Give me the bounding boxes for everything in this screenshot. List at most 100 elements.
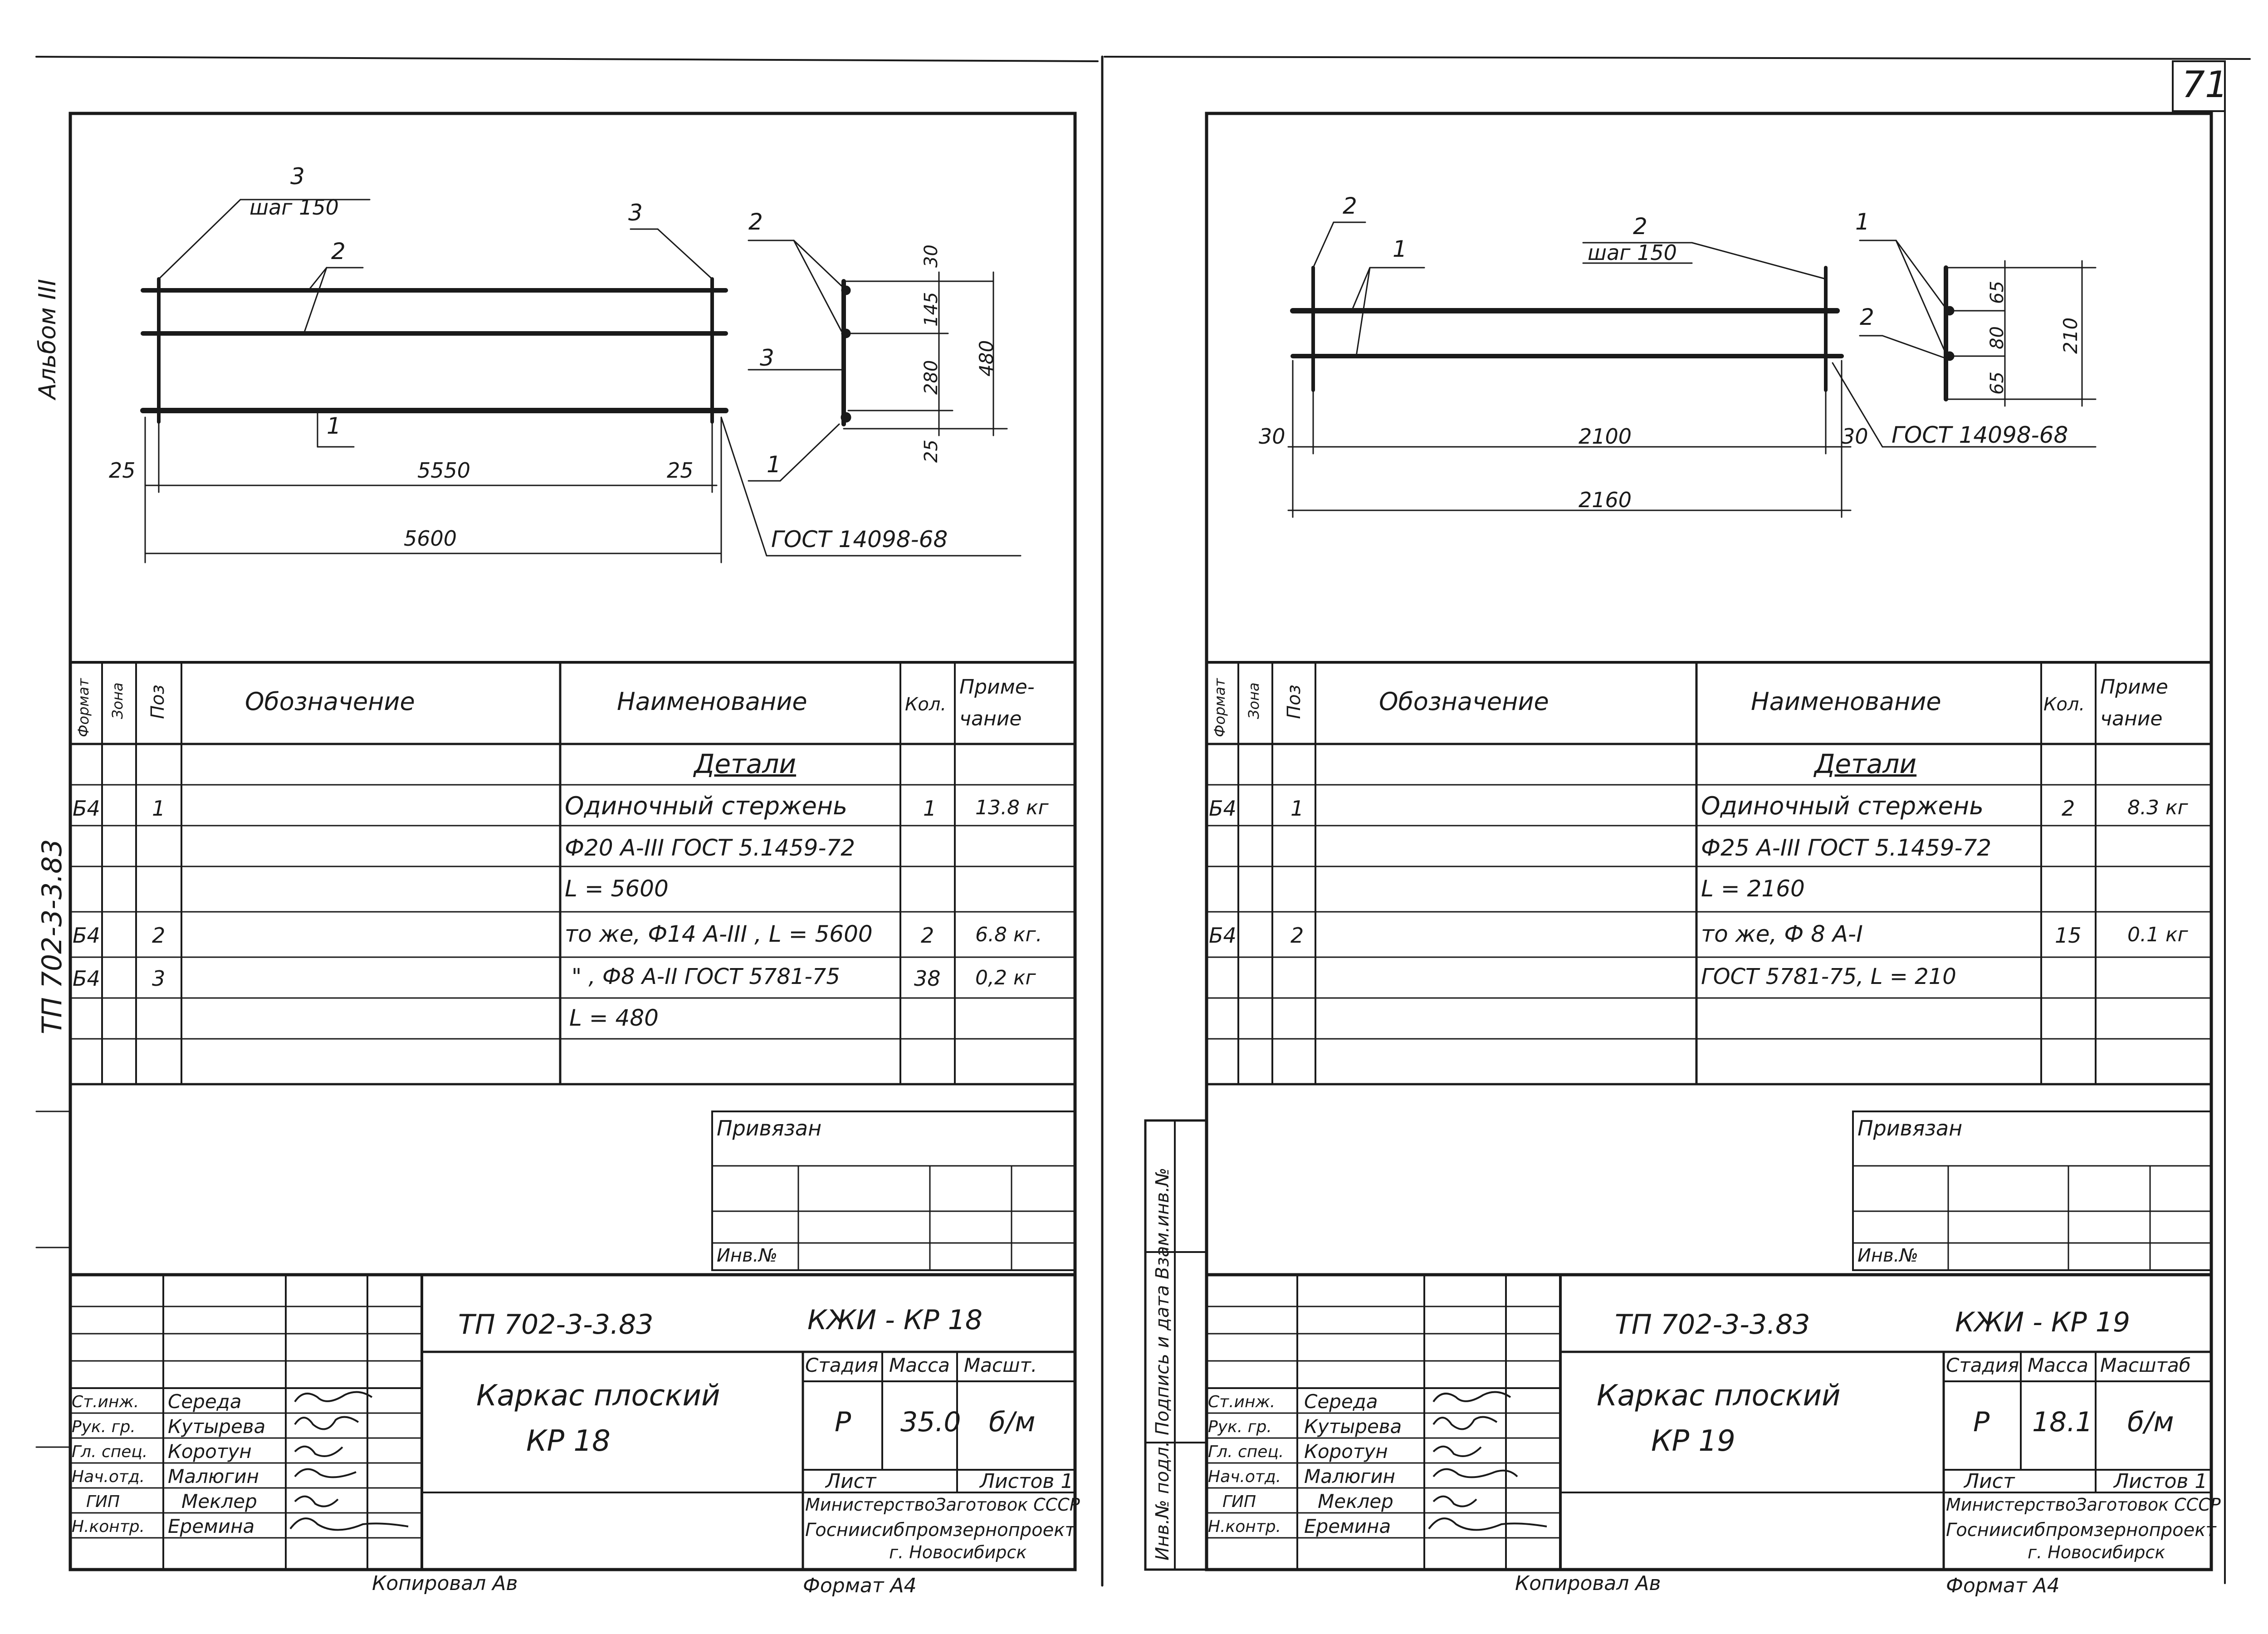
row2-name: Ф25 А-III ГОСТ 5.1459-72 [1701, 835, 1992, 861]
row3-name: L = 5600 [565, 876, 669, 902]
section-dim-25: 25 [921, 440, 942, 463]
row1-fmt: Б4 [73, 796, 100, 821]
row5-note: 0,2 кг [975, 966, 1036, 989]
row1-pos: 1 [152, 796, 166, 821]
tb-item-line2: КР 19 [1651, 1424, 1735, 1458]
tb-sheet-label: Лист [826, 1470, 876, 1493]
row1-qty: 2 [2062, 796, 2075, 821]
row6-name: L = 480 [569, 1005, 659, 1031]
tb-scale: б/м [2127, 1406, 2174, 1438]
th-pos: Поз [1284, 685, 1305, 719]
row4-name: то же, Ф14 А-III , L = 5600 [565, 921, 873, 947]
th-format: Формат [75, 678, 92, 737]
tb-code: КЖИ - КР 19 [1955, 1306, 2131, 1338]
format-label-left: Формат А4 [803, 1574, 917, 1597]
row1-fmt: Б4 [1209, 796, 1237, 821]
signer6-name: Еремина [168, 1515, 255, 1537]
section-dim-280: 280 [921, 360, 942, 395]
signer5-role: ГИП [1222, 1492, 1256, 1511]
dim-2100: 2100 [1579, 424, 1632, 449]
dim-5600: 5600 [404, 526, 457, 551]
signer5-name: Меклер [1318, 1490, 1393, 1512]
section-pos1: 1 [767, 451, 781, 478]
tb-stage: Р [835, 1406, 851, 1438]
th-note: Приме- чание [959, 675, 1035, 730]
tb-org1: МинистерствоЗаготовок СССР [1946, 1495, 2221, 1515]
album-label: Альбом III [34, 279, 61, 399]
mark-pos3-top: 3 [290, 163, 305, 190]
tb-org3: г. Новосибирск [889, 1542, 1027, 1562]
signer1-name: Середа [168, 1390, 242, 1413]
tb-code: КЖИ - КР 18 [807, 1304, 983, 1336]
copied-by: Копировал Ав [372, 1572, 518, 1595]
row5-pos: 3 [152, 966, 166, 991]
mark-pos3-right: 3 [628, 200, 643, 226]
signer2-role: Рук. гр. [72, 1418, 136, 1436]
section-dim-80: 80 [1987, 326, 2008, 349]
th-format: Формат [1211, 678, 1228, 737]
privyazan-label: Привязан [717, 1116, 822, 1140]
signer3-name: Коротун [1304, 1440, 1388, 1463]
row4-qty: 2 [921, 923, 934, 948]
mark-pos1: 1 [1393, 236, 1407, 262]
tb-sheet-label: Лист [1964, 1470, 2015, 1493]
dim-25-right: 25 [667, 458, 694, 483]
th-designation: Обозначение [245, 687, 415, 716]
tb-sheets-label: Листов 1 [2114, 1470, 2208, 1493]
signer2-name: Кутырева [168, 1415, 266, 1438]
tb-stage: Р [1973, 1406, 1990, 1438]
row4-note: 6.8 кг. [975, 923, 1042, 946]
section-pos1: 1 [1855, 209, 1870, 235]
row5-name: " , Ф8 А-II ГОСТ 5781-75 [572, 964, 840, 989]
tb-project: ТП 702-3-3.83 [458, 1309, 654, 1340]
section-pos3: 3 [760, 345, 774, 371]
th-name: Наименование [1751, 687, 1941, 716]
mark-pos2: 2 [331, 238, 346, 264]
row4-qty: 15 [2055, 923, 2082, 948]
section-dim-210: 210 [2059, 317, 2082, 354]
signer6-role: Н.контр. [1208, 1517, 1281, 1536]
signer4-role: Нач.отд. [1208, 1468, 1281, 1486]
th-name: Наименование [617, 687, 807, 716]
signer1-role: Ст.инж. [72, 1393, 139, 1411]
row1-name: Одиночный стержень [565, 792, 848, 820]
tb-scale: б/м [989, 1406, 1036, 1438]
signer5-name: Меклер [181, 1490, 257, 1512]
mark-pos2-top: 2 [1343, 193, 1357, 219]
signer2-name: Кутырева [1304, 1415, 1402, 1438]
inv-no-label: Инв.№ [717, 1245, 777, 1266]
row1-pos: 1 [1290, 796, 1304, 821]
row4-fmt: Б4 [73, 923, 100, 948]
th-note: Приме чание [2100, 675, 2168, 730]
signer6-role: Н.контр. [72, 1517, 145, 1536]
th-qty: Кол. [2043, 694, 2085, 715]
tb-org1: МинистерствоЗаготовок СССР [805, 1495, 1080, 1515]
row1-note: 13.8 кг [975, 796, 1049, 819]
row2-name: Ф20 А-III ГОСТ 5.1459-72 [565, 835, 855, 861]
tb-col-scale: Масшт. [964, 1354, 1037, 1376]
row4-pos: 2 [152, 923, 166, 948]
signer1-name: Середа [1304, 1390, 1378, 1413]
copied-by-right: Копировал Ав [1515, 1572, 1661, 1595]
row4-name: то же, Ф 8 А-I [1701, 921, 1863, 947]
section-dim-145: 145 [921, 292, 942, 327]
section-pos2: 2 [1860, 304, 1874, 330]
tb-col-mass: Масса [2028, 1354, 2088, 1376]
tb-org2: Госниисибпромзернопроект [805, 1520, 1075, 1541]
signer3-role: Гл. спец. [72, 1443, 148, 1461]
tb-item-line1: Каркас плоский [476, 1379, 720, 1413]
tb-col-mass: Масса [889, 1354, 950, 1376]
dim-30-left: 30 [1259, 424, 1286, 449]
row5-qty: 38 [914, 966, 941, 991]
th-qty: Кол. [905, 694, 947, 715]
tb-item-line1: Каркас плоский [1597, 1379, 1841, 1413]
mark-step: шаг 150 [1588, 240, 1677, 265]
row4-pos: 2 [1290, 923, 1304, 948]
signer2-role: Рук. гр. [1208, 1418, 1272, 1436]
dim-30-right: 30 [1842, 424, 1868, 449]
section-dim-65b: 65 [1987, 372, 2008, 395]
section-dim-480: 480 [975, 340, 997, 377]
section-title: Детали [694, 749, 797, 779]
row1-qty: 1 [923, 796, 937, 821]
